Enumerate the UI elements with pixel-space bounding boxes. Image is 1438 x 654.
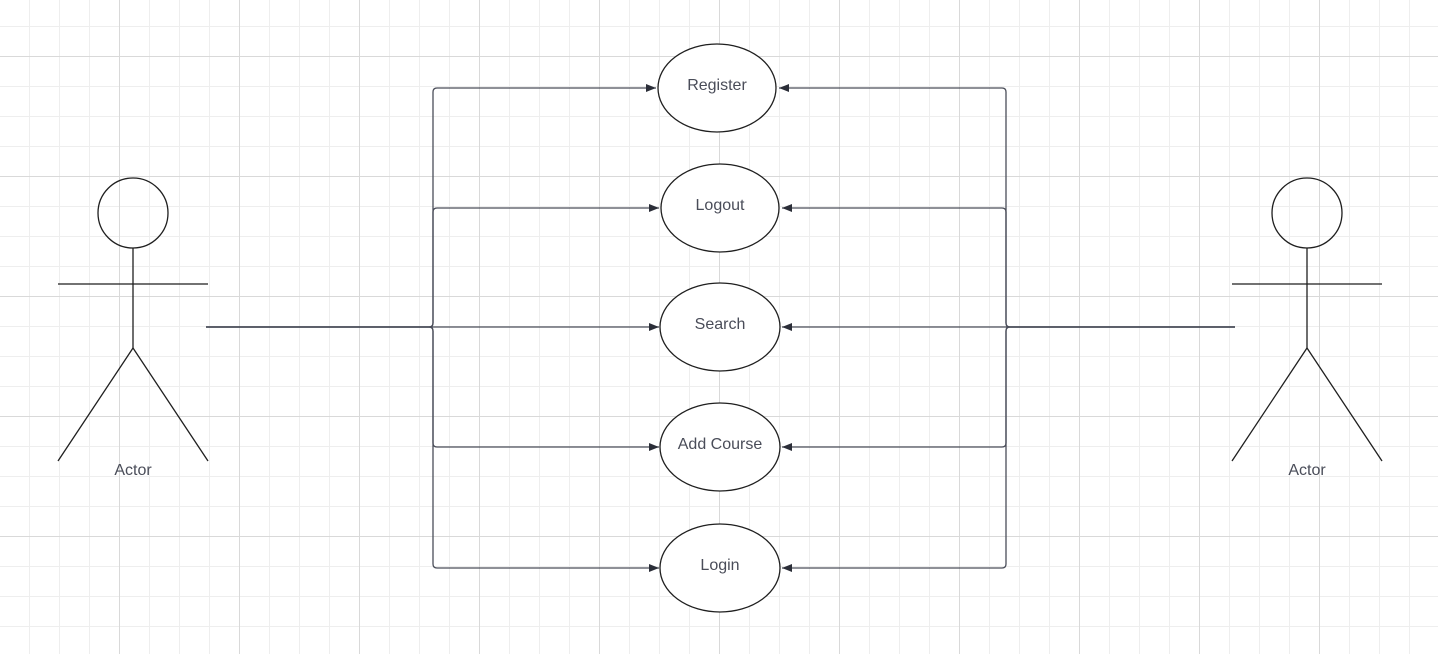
- actor-left-leg: [57, 347, 134, 462]
- actor-head: [97, 177, 169, 249]
- use-case-ellipse: [659, 523, 781, 613]
- actor-right[interactable]: Actor: [1231, 177, 1383, 479]
- actor-left-leg: [1231, 347, 1308, 462]
- actor-label: Actor: [114, 462, 152, 479]
- actor-head: [1271, 177, 1343, 249]
- use-case-ellipse: [659, 282, 781, 372]
- use-case-ellipse: [660, 163, 780, 253]
- use-case-add-course[interactable]: Add Course: [659, 402, 781, 492]
- use-case-label: Logout: [696, 197, 745, 214]
- actor-right-leg: [132, 347, 209, 462]
- connectors: [206, 84, 1235, 572]
- connector-right: [782, 204, 1235, 328]
- connector-left: [206, 204, 659, 328]
- connector-right: [782, 326, 1235, 451]
- connector-right: [782, 326, 1235, 572]
- use-case-ellipse: [659, 402, 781, 492]
- use-case-register[interactable]: Register: [657, 43, 777, 133]
- use-case-label: Add Course: [678, 436, 763, 453]
- use-case-search[interactable]: Search: [659, 282, 781, 372]
- actor-right-leg: [1306, 347, 1383, 462]
- use-case-label: Register: [687, 77, 747, 94]
- use-case-label: Login: [700, 557, 739, 574]
- use-case-ellipse: [657, 43, 777, 133]
- actor-label: Actor: [1288, 462, 1326, 479]
- use-case-login[interactable]: Login: [659, 523, 781, 613]
- actor-left[interactable]: Actor: [57, 177, 209, 479]
- use-case-logout[interactable]: Logout: [660, 163, 780, 253]
- connector-left: [206, 326, 659, 572]
- use-case-label: Search: [695, 316, 746, 333]
